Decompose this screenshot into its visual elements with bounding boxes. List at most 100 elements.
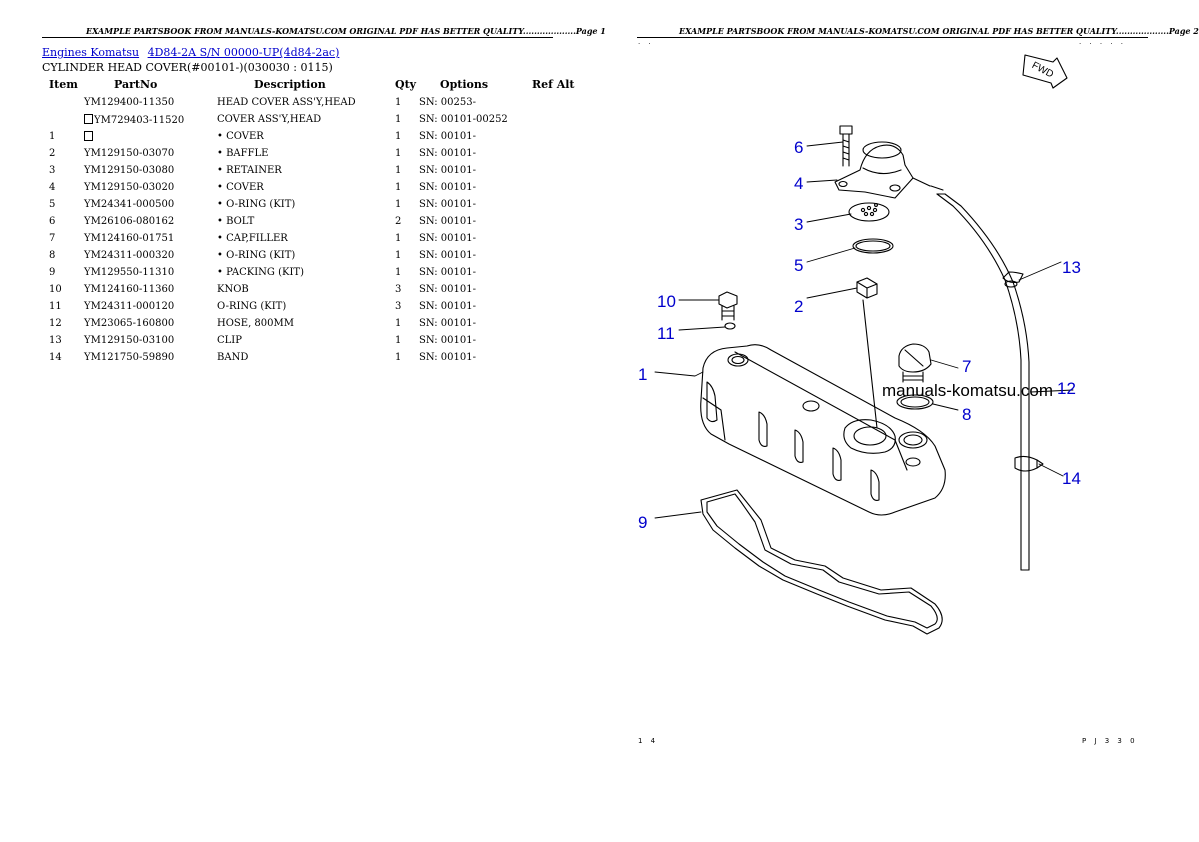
options-cell: SN: 00101-	[419, 298, 532, 315]
fwd-label: FWD	[1030, 60, 1055, 80]
partno-cell: YM129150-03080	[84, 162, 217, 179]
options-cell: SN: 00101-	[419, 179, 532, 196]
item-cell-text: 13	[49, 335, 62, 346]
partno-cell: YM129150-03070	[84, 145, 217, 162]
retainer-part-3	[848, 202, 890, 222]
item-cell-text: 1	[49, 131, 56, 142]
qty-cell-text: 1	[395, 114, 402, 125]
qty-cell: 1	[395, 111, 419, 128]
qty-cell: 1	[395, 349, 419, 366]
description-cell: COVER ASS'Y,HEAD	[217, 111, 395, 128]
options-cell: SN: 00101-	[419, 247, 532, 264]
breadcrumb-link-engines[interactable]: Engines Komatsu	[42, 46, 140, 59]
column-header-partno: PartNo	[114, 77, 158, 91]
ref-alt-cell	[532, 315, 592, 332]
breadcrumb-link-model[interactable]: 4D84-2A S/N 00000-UP(4d84-2ac)	[147, 46, 340, 59]
callout-4: 4	[794, 174, 803, 193]
description-cell-text: • COVER	[217, 182, 264, 193]
partno-cell-text: YM129150-03080	[84, 165, 175, 176]
description-cell: • BAFFLE	[217, 145, 395, 162]
forward-direction-icon: FWD	[1022, 54, 1068, 89]
item-cell-text: 12	[49, 318, 62, 329]
partno-cell-text: YM129550-11310	[84, 267, 175, 278]
item-cell-text: 6	[49, 216, 56, 227]
options-cell-text: SN: 00101-	[419, 250, 476, 261]
clip-part-13	[1002, 271, 1024, 288]
qty-cell-text: 1	[395, 352, 402, 363]
qty-cell-text: 1	[395, 199, 402, 210]
description-cell-text: KNOB	[217, 284, 249, 295]
options-cell: SN: 00101-	[419, 162, 532, 179]
description-cell-text: HEAD COVER ASS'Y,HEAD	[217, 97, 356, 108]
item-cell	[42, 111, 84, 128]
ref-alt-cell	[532, 230, 592, 247]
qty-cell-text: 1	[395, 233, 402, 244]
exploded-parts-diagram: FWD	[638, 54, 1081, 635]
o-ring-part-5	[852, 238, 894, 254]
qty-cell-text: 3	[395, 284, 402, 295]
partno-cell: YM124160-11360	[84, 281, 217, 298]
ref-alt-cell	[532, 247, 592, 264]
qty-cell: 1	[395, 332, 419, 349]
description-cell-text: • O-RING (KIT)	[217, 199, 296, 210]
callout-8: 8	[962, 405, 971, 424]
qty-cell: 1	[395, 179, 419, 196]
item-cell: 12	[42, 315, 84, 332]
qty-cell-text: 1	[395, 182, 402, 193]
partno-cell: YM24311-000320	[84, 247, 217, 264]
callout-3: 3	[794, 215, 803, 234]
ref-alt-cell	[532, 264, 592, 281]
figure-number: 1 4	[638, 737, 659, 745]
page-header: EXAMPLE PARTSBOOK FROM MANUALS-KOMATSU.C…	[86, 26, 606, 36]
item-cell: 1	[42, 128, 84, 145]
item-cell-text: 2	[49, 148, 56, 159]
options-cell: SN: 00101-00252	[419, 111, 532, 128]
description-cell-text: • BAFFLE	[217, 148, 269, 159]
partno-cell: YM124160-01751	[84, 230, 217, 247]
missing-glyph-icon	[84, 113, 93, 124]
qty-cell: 1	[395, 162, 419, 179]
cover-part-4	[834, 141, 931, 199]
description-cell-text: • COVER	[217, 131, 264, 142]
partno-cell: YM24311-000120	[84, 298, 217, 315]
item-cell: 3	[42, 162, 84, 179]
options-cell: SN: 00101-	[419, 230, 532, 247]
options-cell-text: SN: 00101-	[419, 318, 476, 329]
qty-cell: 1	[395, 196, 419, 213]
section-title: CYLINDER HEAD COVER(#00101-)(030030 : 01…	[42, 61, 333, 74]
item-cell	[42, 94, 84, 111]
qty-cell-text: 2	[395, 216, 402, 227]
partno-cell-text: YM124160-01751	[84, 233, 175, 244]
item-cell-text: 4	[49, 182, 56, 193]
callout-11: 11	[657, 324, 675, 343]
partno-cell: YM729403-11520	[84, 111, 217, 128]
description-cell-text: CLIP	[217, 335, 242, 346]
head-cover-part-1	[700, 344, 946, 516]
description-cell: CLIP	[217, 332, 395, 349]
callout-2: 2	[794, 297, 803, 316]
partno-cell: YM24341-000500	[84, 196, 217, 213]
missing-glyph-icon	[84, 130, 93, 141]
qty-cell-text: 1	[395, 97, 402, 108]
scan-marks-right: · · · · ·	[1079, 40, 1127, 48]
hose-part-12	[930, 185, 1030, 571]
qty-cell: 2	[395, 213, 419, 230]
partno-cell: YM129150-03100	[84, 332, 217, 349]
description-cell-text: HOSE, 800MM	[217, 318, 294, 329]
ref-alt-cell	[532, 94, 592, 111]
description-cell: • BOLT	[217, 213, 395, 230]
partno-cell-text: YM129150-03070	[84, 148, 175, 159]
qty-cell-text: 1	[395, 335, 402, 346]
callout-6: 6	[794, 138, 803, 157]
item-cell: 10	[42, 281, 84, 298]
item-cell-text: 8	[49, 250, 56, 261]
description-cell-text: • O-RING (KIT)	[217, 250, 296, 261]
